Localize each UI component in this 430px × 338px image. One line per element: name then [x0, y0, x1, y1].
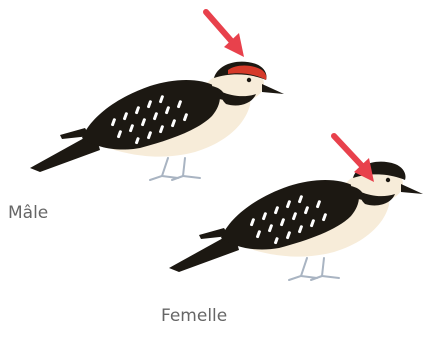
- arrow-down-right-icon: [206, 12, 244, 57]
- arrow-down-right-icon: [334, 136, 374, 182]
- woodpecker-male-icon: [30, 62, 284, 180]
- woodpecker-female-icon: [169, 162, 423, 280]
- male-label: Mâle: [8, 203, 48, 223]
- female-label: Femelle: [161, 306, 227, 326]
